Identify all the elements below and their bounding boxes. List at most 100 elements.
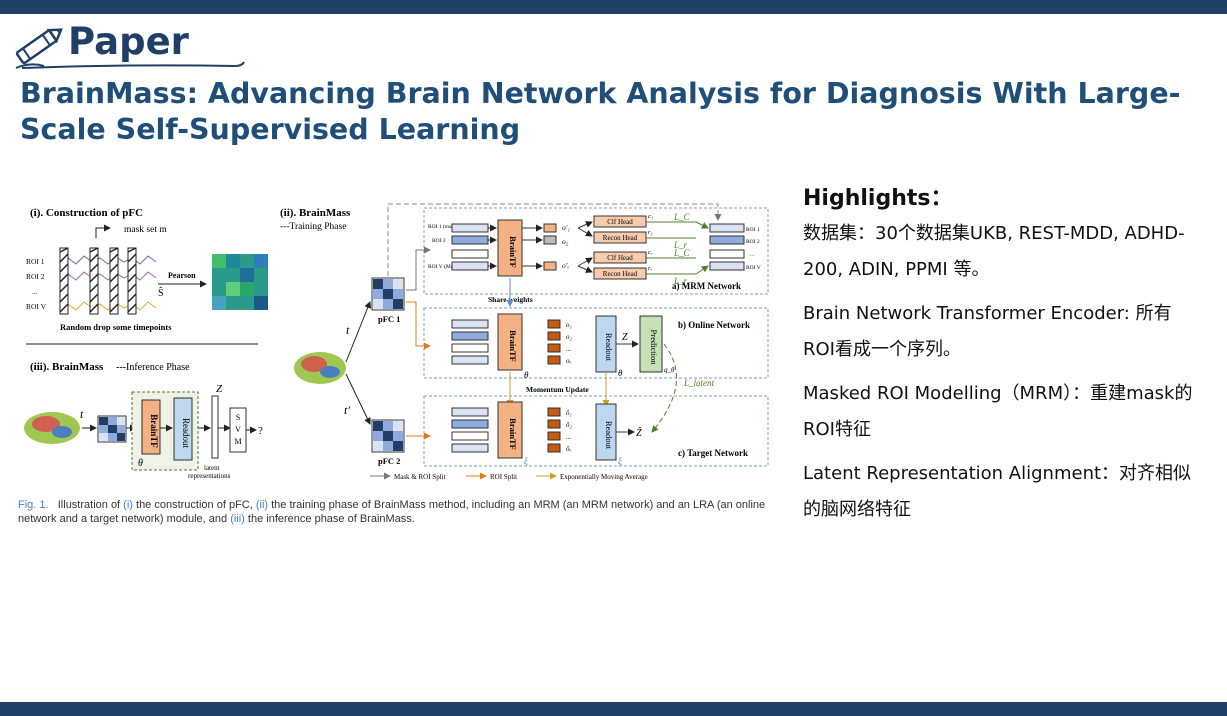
- svg-text:ROI 1 (masked): ROI 1 (masked): [428, 223, 464, 230]
- svg-text:L_r: L_r: [673, 276, 688, 286]
- panel-ii-heading: (ii). BrainMass: [280, 207, 351, 219]
- svg-text:o₂: o₂: [562, 237, 569, 246]
- svg-text:representations: representations: [188, 472, 231, 480]
- mrm-brain-tf: [497, 219, 523, 277]
- top-bar: [0, 0, 1227, 14]
- svg-text:ô₁: ô₁: [566, 409, 572, 417]
- highlight-item: Brain Network Transformer Encoder: 所有ROI…: [803, 303, 1172, 360]
- roi-label: ROI 2: [26, 272, 45, 281]
- readout-block: [173, 397, 193, 461]
- svg-text:L_latent: L_latent: [683, 378, 715, 388]
- svg-text:V: V: [235, 425, 241, 434]
- svg-text:L_C: L_C: [673, 248, 691, 258]
- roi-label: ROI 1: [26, 257, 45, 266]
- t-label: t: [80, 407, 84, 421]
- svg-text:Clf Head: Clf Head: [607, 254, 633, 262]
- roi-label: ...: [32, 287, 38, 296]
- svg-text:BrainTF: BrainTF: [508, 236, 518, 268]
- svg-text:pFC 1: pFC 1: [378, 314, 400, 324]
- svg-text:θ: θ: [524, 370, 529, 380]
- panel-iii-subheading: ---Inference Phase: [116, 362, 190, 373]
- caption-ref[interactable]: (iii): [230, 513, 245, 525]
- highlight-item: Latent Representation Alignment：对齐相似的脑网络…: [803, 463, 1192, 520]
- panel-ii: (ii). BrainMass ---Training Phase t t′ p…: [280, 203, 769, 481]
- caption-text: Illustration of: [57, 499, 124, 511]
- caption-ref[interactable]: (i): [123, 499, 133, 511]
- svg-text:oᵥ: oᵥ: [566, 357, 572, 365]
- panel-iii: (iii). BrainMass ---Inference Phase t Br…: [24, 361, 263, 480]
- highlights-title: Highlights：: [803, 186, 953, 211]
- svg-text:θ: θ: [138, 458, 143, 469]
- bottom-bar: [0, 702, 1227, 716]
- svg-text:cᵥ: cᵥ: [648, 249, 653, 256]
- svg-text:ROI 2: ROI 2: [432, 238, 446, 244]
- highlight-item: 数据集：30个数据集UKB, REST-MDD, ADHD-200, ADIN,…: [803, 223, 1185, 280]
- signal-roiv: [59, 301, 157, 311]
- svg-text:Readout: Readout: [181, 418, 191, 448]
- pfc-matrix: [97, 415, 127, 443]
- mask-set-label: mask set m: [124, 225, 167, 235]
- mask-stripes: [59, 247, 137, 315]
- target-brain-tf: [497, 401, 523, 459]
- svg-text:o′₁: o′₁: [562, 223, 570, 232]
- brand-header: Paper: [10, 18, 250, 72]
- svg-text:Z: Z: [622, 332, 628, 343]
- svg-text:t′: t′: [344, 403, 350, 417]
- figure-caption: Fig. 1. Illustration of (i) the construc…: [18, 498, 783, 526]
- svg-text:Exponentially Moving Average: Exponentially Moving Average: [560, 473, 648, 481]
- svg-text:Clf Head: Clf Head: [607, 218, 633, 226]
- svg-text:ξ: ξ: [618, 456, 622, 466]
- svg-text:c₁: c₁: [648, 213, 653, 220]
- mask-arrow: [95, 224, 111, 238]
- pearson-label: Pearson: [168, 271, 196, 280]
- svg-text:Z: Z: [216, 383, 223, 395]
- highlights-panel: Highlights： 数据集：30个数据集UKB, REST-MDD, ADH…: [803, 180, 1203, 536]
- svg-text:S: S: [236, 413, 240, 422]
- svg-text:pFC 2: pFC 2: [378, 456, 400, 466]
- caption-label: Fig. 1.: [18, 499, 49, 511]
- signal-roi1: [59, 255, 157, 265]
- svg-text:a) MRM Network: a) MRM Network: [672, 281, 741, 291]
- caption-text: the construction of pFC,: [132, 499, 256, 511]
- brain-tf-block: [141, 399, 161, 455]
- svg-text:c) Target Network: c) Target Network: [678, 448, 748, 458]
- svg-text:Readout: Readout: [604, 333, 614, 362]
- svg-text:Momentum Update: Momentum Update: [526, 385, 589, 394]
- svg-text:ROI 1: ROI 1: [746, 227, 760, 233]
- svg-text:Prediction: Prediction: [649, 330, 659, 366]
- latent-bar: [211, 395, 219, 459]
- svg-text:o₂: o₂: [566, 333, 573, 341]
- svg-text:...: ...: [566, 345, 572, 353]
- page-title: BrainMass: Advancing Brain Network Analy…: [20, 77, 1181, 146]
- svg-text:Ẑ: Ẑ: [636, 427, 642, 439]
- pfc2-matrix: [371, 419, 405, 453]
- svg-text:q_θ: q_θ: [664, 366, 675, 374]
- figure-legend: Mask & ROI Split ROI Split Exponentially…: [370, 472, 648, 481]
- svg-text:ROI V (Masked): ROI V (Masked): [428, 263, 465, 270]
- svg-text:Recon Head: Recon Head: [603, 234, 638, 242]
- svg-text:ROI Split: ROI Split: [490, 473, 517, 481]
- panel-iii-heading: (iii). BrainMass: [30, 361, 104, 373]
- svg-text:L_C: L_C: [673, 212, 691, 222]
- svg-text:ROI V: ROI V: [746, 265, 761, 271]
- svg-text:ôᵥ: ôᵥ: [566, 445, 572, 453]
- highlight-item: Masked ROI Modelling（MRM）：重建mask的ROI特征: [803, 383, 1193, 440]
- svg-text:L_r: L_r: [673, 240, 688, 250]
- svg-text:o′ᵥ: o′ᵥ: [562, 261, 570, 270]
- svg-text:ξ: ξ: [524, 456, 528, 466]
- svg-text:BrainTF: BrainTF: [508, 330, 518, 362]
- pfc1-matrix: [371, 277, 405, 311]
- svg-text:o₁: o₁: [566, 321, 572, 329]
- svg-text:θ: θ: [618, 368, 623, 378]
- caption-ref[interactable]: (ii): [255, 499, 269, 511]
- svg-text:Readout: Readout: [604, 421, 614, 450]
- svg-text:Recon Head: Recon Head: [603, 270, 638, 278]
- svg-text:r₁: r₁: [648, 229, 653, 236]
- svg-text:rᵥ: rᵥ: [648, 265, 653, 272]
- panel-i-footer: Random drop some timepoints: [60, 322, 172, 332]
- svg-text:M: M: [234, 437, 241, 446]
- roi-label: ROI V: [26, 302, 47, 311]
- pfc-heatmap: [212, 254, 268, 310]
- figure-diagram: (i). Construction of pFC mask set m ROI …: [24, 203, 769, 481]
- caption-text: the training phase of BrainMass method, …: [18, 499, 766, 525]
